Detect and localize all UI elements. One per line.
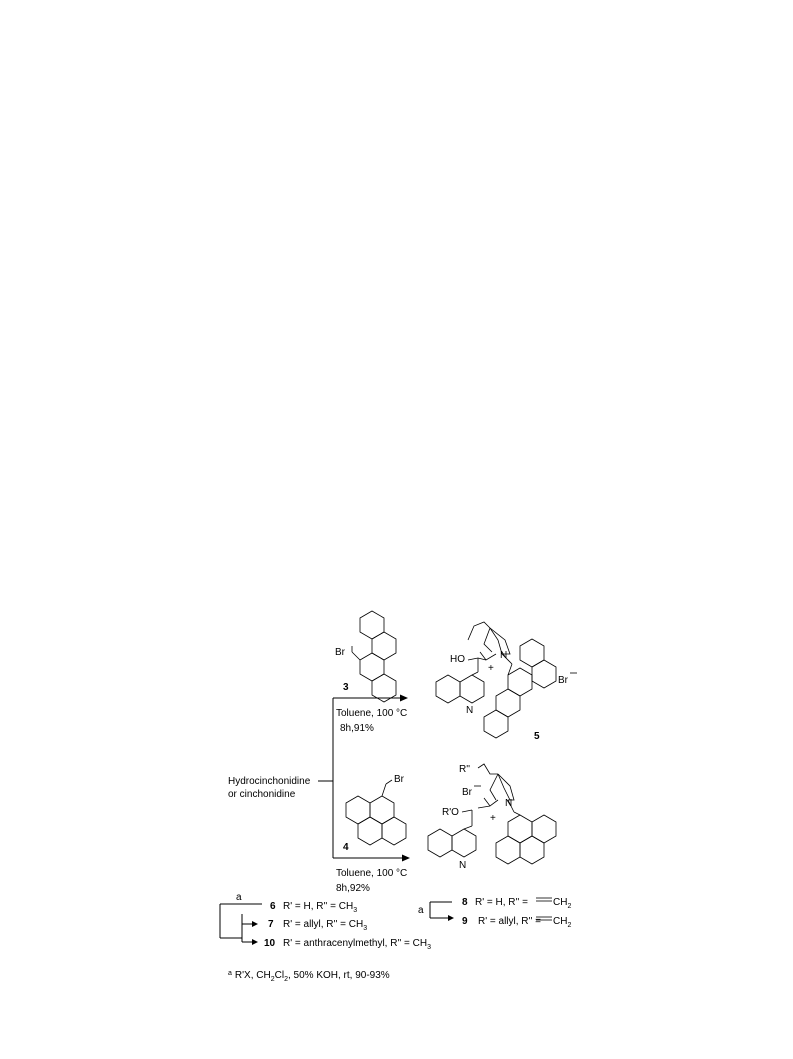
product-bottom-charge: + (490, 813, 496, 824)
reagent-3-br-label: Br (335, 647, 346, 658)
reagent-3-number: 3 (343, 682, 349, 693)
reagent-4-structure: Br (345, 774, 407, 846)
product-bottom-counterion: Br (462, 787, 473, 798)
product-bottom-n-label: N (505, 798, 512, 809)
derivative-6-number: 6 (270, 901, 276, 912)
derivative-7-text: R' = allyl, R'' = CH3 (283, 919, 367, 932)
conditions-bottom-line1: Toluene, 100 °C (336, 868, 407, 879)
reagent-4-number: 4 (343, 842, 349, 853)
derivative-8-number: 8 (462, 897, 468, 908)
start-material-line2: or cinchonidine (228, 789, 296, 800)
derivatives-right-tree (429, 897, 552, 921)
derivative-9-number: 9 (462, 916, 468, 927)
derivative-10-number: 10 (264, 938, 276, 949)
derivative-10-text: R' = anthracenylmethyl, R'' = CH3 (283, 938, 431, 951)
derivatives-left-tree (219, 903, 262, 945)
conditions-top-line2: 8h,91% (340, 723, 374, 734)
product-bottom-quinoline-n: N (459, 860, 466, 871)
product-bottom-structure (427, 763, 557, 865)
product-bottom-r2-label: R'' (459, 764, 470, 775)
product-5-charge: + (488, 663, 494, 674)
product-5-n-label: N (500, 650, 507, 661)
derivative-9-vinyl: CH2 (553, 916, 571, 929)
product-5-quinoline-n: N (466, 705, 473, 716)
product-5-structure (435, 621, 557, 739)
arrow-bottom-head (402, 854, 410, 862)
start-material-line1: Hydrocinchonidine (228, 776, 311, 787)
product-5-counterion: Br (558, 675, 569, 686)
derivatives-right-arrow-label: a (418, 905, 424, 916)
product-bottom-ro-label: R'O (442, 807, 459, 818)
reagent-4-br-label: Br (394, 774, 405, 785)
arrow-top-head (400, 694, 408, 702)
derivative-8-vinyl: CH2 (553, 897, 571, 910)
product-5-number: 5 (534, 731, 540, 742)
derivatives-left-arrow-label: a (236, 892, 242, 903)
derivative-9-text: R' = allyl, R'' = (478, 916, 541, 927)
conditions-top-line1: Toluene, 100 °C (336, 708, 407, 719)
reagent-3-structure: Br (335, 610, 397, 703)
derivative-8-text: R' = H, R'' = (475, 897, 528, 908)
conditions-bottom-line2: 8h,92% (336, 883, 370, 894)
derivative-7-number: 7 (268, 919, 274, 930)
product-5-ho-label: HO (450, 654, 465, 665)
derivative-6-text: R' = H, R'' = CH3 (283, 901, 357, 914)
